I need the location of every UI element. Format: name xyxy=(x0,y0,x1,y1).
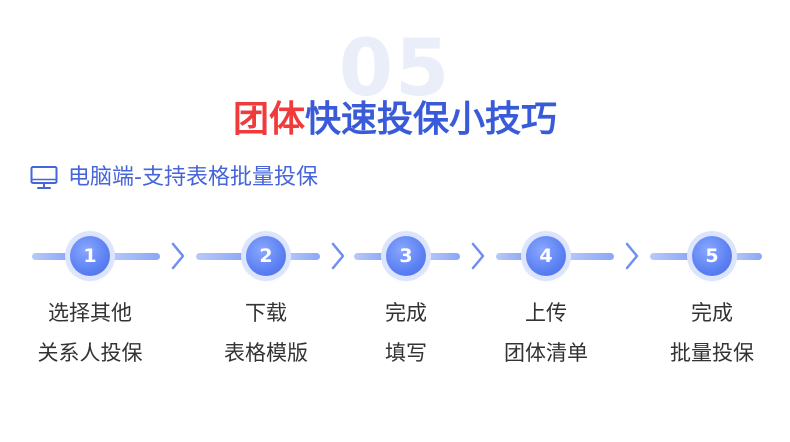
step-number-1: 1 xyxy=(70,236,110,276)
page-title: 团体快速投保小技巧 xyxy=(0,96,790,144)
chevron-right-icon xyxy=(624,240,640,272)
monitor-icon xyxy=(30,165,58,191)
step-label-4: 上传 团体清单 xyxy=(476,293,616,373)
step-label-line: 完成 xyxy=(385,301,427,325)
step-line xyxy=(196,253,246,260)
step-line xyxy=(354,253,386,260)
step-label-2: 下载 表格模版 xyxy=(196,293,336,373)
step-label-line: 上传 xyxy=(525,301,567,325)
step-line xyxy=(110,253,160,260)
page-title-blue: 快速投保小技巧 xyxy=(305,99,558,140)
chevron-right-icon xyxy=(330,240,346,272)
step-label-1: 选择其他 关系人投保 xyxy=(20,293,160,373)
step-label-line: 批量投保 xyxy=(670,341,754,365)
step-number-2: 2 xyxy=(246,236,286,276)
step-label-line: 下载 xyxy=(245,301,287,325)
step-line xyxy=(496,253,526,260)
chevron-right-icon xyxy=(470,240,486,272)
chevron-right-icon xyxy=(170,240,186,272)
step-label-line: 选择其他 xyxy=(48,301,132,325)
background-step-number: 05 xyxy=(338,24,452,114)
step-label-line: 完成 xyxy=(691,301,733,325)
step-line xyxy=(32,253,70,260)
step-label-line: 团体清单 xyxy=(504,341,588,365)
step-line xyxy=(566,253,614,260)
page-title-red: 团体 xyxy=(232,99,305,140)
step-label-5: 完成 批量投保 xyxy=(642,293,782,373)
step-line xyxy=(426,253,460,260)
step-line xyxy=(650,253,692,260)
step-number-5: 5 xyxy=(692,236,732,276)
step-label-line: 表格模版 xyxy=(224,341,308,365)
step-number-3: 3 xyxy=(386,236,426,276)
step-label-3: 完成 填写 xyxy=(336,293,476,373)
step-number-4: 4 xyxy=(526,236,566,276)
step-line xyxy=(732,253,762,260)
step-label-line: 关系人投保 xyxy=(37,341,143,365)
subtitle: 电脑端-支持表格批量投保 xyxy=(30,162,318,194)
step-line xyxy=(286,253,320,260)
step-label-line: 填写 xyxy=(385,341,427,365)
subtitle-text: 电脑端-支持表格批量投保 xyxy=(68,165,318,190)
